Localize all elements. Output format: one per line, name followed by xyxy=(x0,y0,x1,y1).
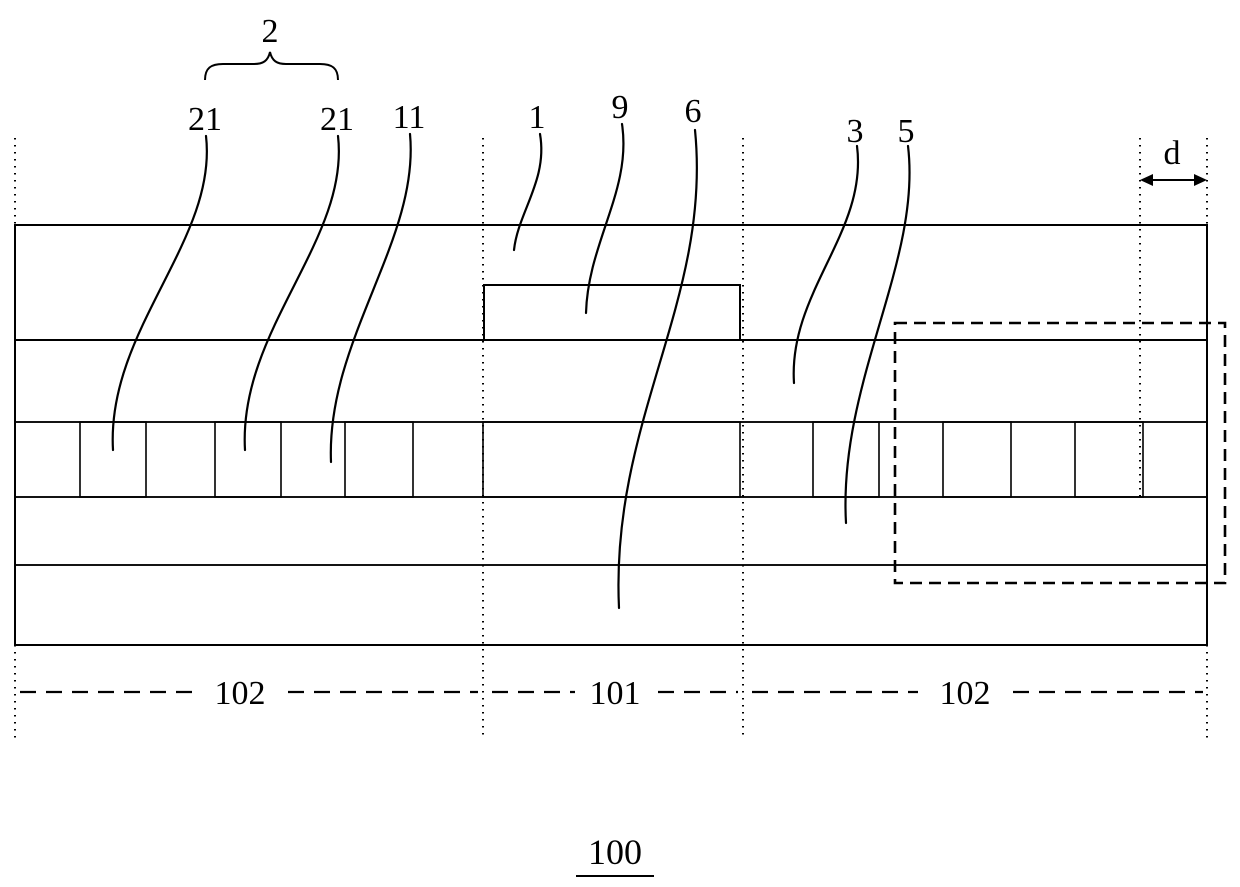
crosshatch-block-6 xyxy=(1074,421,1144,498)
region-middle-label: 101 xyxy=(590,675,641,712)
leader-11 xyxy=(329,132,412,464)
region-dimensions: 102 101 102 xyxy=(20,675,1203,712)
callout-3-label: 3 xyxy=(847,113,864,150)
dimension-arrowhead-right xyxy=(1194,174,1207,186)
callout-6-label: 6 xyxy=(685,93,702,130)
leader-1 xyxy=(512,132,543,252)
leader-21-left xyxy=(111,134,208,452)
crosshatch-block-5 xyxy=(942,421,1012,498)
dimension-arrowhead-left xyxy=(1140,174,1153,186)
callout-1-label: 1 xyxy=(529,99,546,136)
crosshatch-block-2 xyxy=(214,421,282,498)
dimension-d-label: d xyxy=(1164,135,1181,172)
figure-caption-group: 100 xyxy=(576,832,654,877)
callout-5-label: 5 xyxy=(898,113,915,150)
layer-white-upper xyxy=(14,339,1208,423)
layer-top-notch xyxy=(483,284,741,341)
callout-21-right-label: 21 xyxy=(320,101,354,138)
callout-2-label: 2 xyxy=(262,13,279,50)
crosshatch-block-3 xyxy=(344,421,414,498)
leader-3 xyxy=(792,144,860,385)
guide-lines xyxy=(14,138,1208,738)
layer-stack xyxy=(14,224,1208,646)
dimension-d: d xyxy=(1140,135,1207,186)
region-left-label: 102 xyxy=(215,675,266,712)
brace-2 xyxy=(204,51,339,81)
callout-labels: 21 21 11 1 9 6 3 5 xyxy=(188,89,915,150)
callout-2-group: 2 xyxy=(204,13,339,81)
layer-white-bottom xyxy=(14,564,1208,646)
crosshatch-blocks xyxy=(79,421,1144,498)
leader-6 xyxy=(617,128,698,610)
crosshatch-block-center xyxy=(482,421,741,498)
leader-lines xyxy=(111,122,911,610)
stack-outline xyxy=(14,224,1208,646)
callout-21-left-label: 21 xyxy=(188,101,222,138)
layer-white-mid xyxy=(14,496,1208,566)
figure-caption: 100 xyxy=(588,832,642,872)
leader-9 xyxy=(584,122,625,315)
leader-5 xyxy=(844,144,911,525)
region-right-label: 102 xyxy=(940,675,991,712)
callout-11-label: 11 xyxy=(393,99,426,136)
layer-pattern-stipple xyxy=(14,421,1208,498)
callout-9-label: 9 xyxy=(612,89,629,126)
leader-21-right xyxy=(243,134,340,452)
detail-dashed-box xyxy=(893,321,1227,585)
